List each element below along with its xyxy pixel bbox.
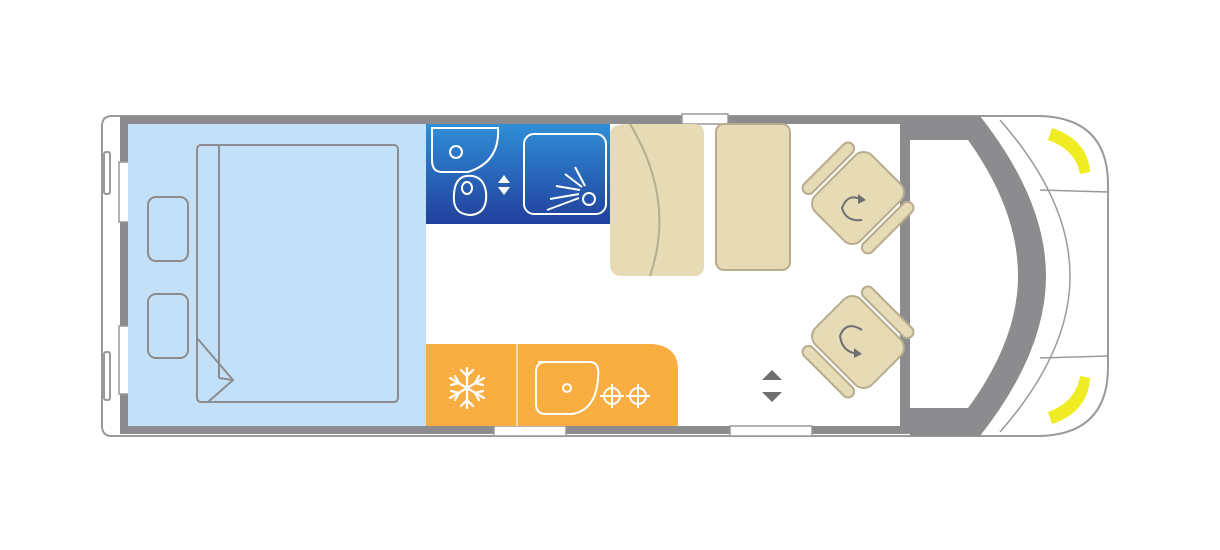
sink-icon	[535, 361, 600, 415]
blanket-fold-edge	[218, 377, 234, 381]
cab-seat-driver	[801, 141, 915, 255]
window-bottom-left	[493, 425, 567, 437]
bed-area	[128, 124, 426, 426]
rear-markers	[103, 151, 111, 401]
bed-base	[128, 124, 426, 426]
passenger-seat-arm-bottom	[801, 344, 856, 399]
cab-front	[910, 116, 1109, 436]
roof-hatch-arrows-icon	[762, 370, 782, 402]
headlight-top	[1048, 128, 1090, 174]
swivel-arrow-icon	[838, 325, 863, 355]
swivel-arrowhead-icon	[858, 194, 866, 204]
hood-line-top	[1039, 189, 1109, 193]
headlight-bottom	[1048, 376, 1090, 424]
window-rear-right	[118, 325, 130, 395]
wall-cab-divider	[900, 116, 910, 434]
window-rear-left	[118, 161, 130, 223]
rear-light-top	[103, 151, 111, 195]
snowflake-icon	[448, 366, 486, 410]
wall-top	[120, 116, 910, 124]
window-bottom-right	[729, 425, 813, 437]
toilet-icon	[452, 174, 488, 217]
kitchen	[426, 344, 678, 426]
washbasin-icon	[431, 127, 500, 173]
bathroom-floor	[426, 124, 610, 224]
cab-seat-passenger	[801, 285, 915, 399]
windshield-line	[999, 119, 1071, 433]
passenger-seat-arm-top	[860, 285, 915, 340]
window-top	[681, 113, 729, 125]
table	[715, 123, 791, 271]
mattress	[196, 144, 399, 403]
kitchen-counter	[426, 344, 678, 426]
driver-seat-arm-bottom	[860, 200, 915, 255]
dinette	[610, 123, 791, 277]
shower-icon	[523, 133, 607, 215]
bench-backrest-line	[629, 123, 661, 277]
driver-seat-arm-top	[801, 141, 856, 196]
swivel-arrowhead-icon	[854, 348, 862, 358]
hood-line-bottom	[1039, 355, 1109, 359]
dashboard	[910, 116, 1046, 436]
rear-light-bottom	[103, 351, 111, 401]
passenger-seat-cushion	[811, 295, 905, 389]
bathroom	[426, 124, 610, 224]
pillow-top	[147, 196, 189, 262]
up-down-arrow-icon	[498, 175, 510, 195]
pillow-bottom	[147, 293, 189, 359]
gas-burner-icon	[600, 384, 650, 408]
wall-rear	[120, 116, 128, 434]
swivel-arrow-icon	[840, 196, 863, 222]
